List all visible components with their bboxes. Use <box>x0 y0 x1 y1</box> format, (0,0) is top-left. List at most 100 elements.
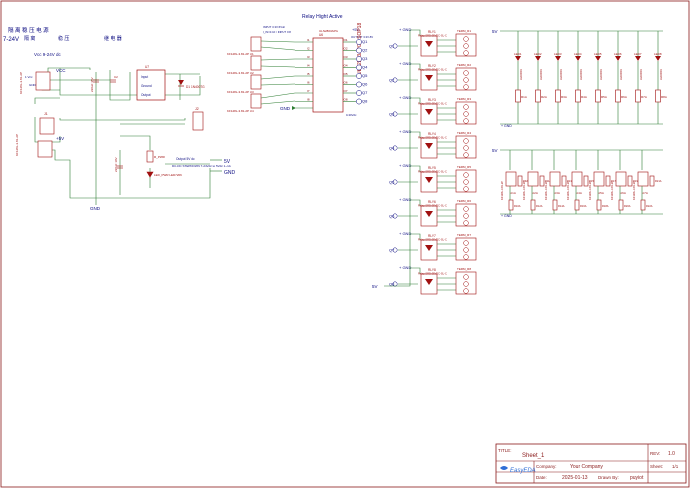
relay-gnd-label: + GND <box>399 27 411 32</box>
led-label: LED2 <box>534 52 542 56</box>
relay-coil-symbol <box>425 75 433 81</box>
driver-in-note: INPUT 3.3V-5Vdc <box>263 25 286 29</box>
relay-wire <box>410 233 421 240</box>
relay-coil-label: Q8 <box>389 282 395 287</box>
input-u-label: U4A <box>576 191 582 195</box>
led-label: LED3 <box>554 52 562 56</box>
terminal-screw <box>463 213 469 219</box>
driver-connector-label: KF128L-3.81-2P U2 <box>227 71 254 75</box>
led-symbol <box>635 56 641 61</box>
input-u-label: U3A <box>554 191 560 195</box>
input-r1-label: R9A <box>523 179 528 183</box>
plus5-label: +5V <box>56 136 64 141</box>
input-r1-label: R15A <box>589 179 596 183</box>
led-symbol <box>555 56 561 61</box>
driver-port-label: Q6 <box>362 82 368 87</box>
input-resistor <box>552 199 558 211</box>
cap1-label: 220uF 35V <box>90 77 94 92</box>
input-connector-label: KF128L-3.81-2P <box>522 181 526 200</box>
relay-coil-port <box>392 43 398 49</box>
relay-coil-label: Q5 <box>389 180 395 185</box>
input-resistor <box>517 175 523 187</box>
relay-gnd-label: + GND <box>399 129 411 134</box>
driver-connector <box>250 55 262 71</box>
relay-terminal <box>455 271 477 295</box>
relay-coil-symbol <box>425 279 433 285</box>
input-r1-label: R11A <box>545 179 552 183</box>
driver-vcc: +5V <box>352 27 360 32</box>
input-resistor <box>574 199 580 211</box>
header-input-range: 7-24V <box>3 37 19 43</box>
driver-port-label: Q1 <box>362 39 368 44</box>
relay-term-label: TERM_R3 <box>457 97 471 101</box>
terminal-screw <box>463 281 469 287</box>
tb-sheet-value: 1/1 <box>672 464 679 469</box>
relay-coil-label: Q3 <box>389 112 395 117</box>
out-5v-label: 5V <box>224 159 231 165</box>
driver-connector-label: KF128L-3.81-2P U3 <box>227 90 254 94</box>
relay-term-label: TERM_R7 <box>457 233 471 237</box>
input-connector <box>615 171 627 187</box>
driver-connector-wire <box>260 100 296 105</box>
terminal-screw <box>463 118 469 124</box>
header: 隔 离 稳 压 电 源 7-24V 隔 离 稳 压 继 电 器 Vcc 9-24… <box>3 26 122 57</box>
tb-date-label: Date: <box>536 475 547 480</box>
input-connector <box>549 171 561 187</box>
input-r1-label: R19A <box>633 179 640 183</box>
relay-name: RLY5 <box>428 166 436 170</box>
terminal-screw <box>463 84 469 90</box>
terminal-screw <box>463 247 469 253</box>
relay-coil-port <box>392 179 398 185</box>
tb-drawn-label: Drawn By: <box>598 475 619 480</box>
led-label: LED5 <box>594 52 602 56</box>
relay-coil-label: Q7 <box>389 248 395 253</box>
driver-pin-in: I4 <box>307 64 310 68</box>
header-col-b: 稳 压 <box>58 35 69 42</box>
input-connector-label: KF128L-3.81-2P <box>544 181 548 200</box>
terminal-screw <box>463 240 469 246</box>
tb-company-label: Company: <box>536 464 557 469</box>
tb-sheet-label: Sheet: <box>650 464 663 469</box>
led-label: LED1 <box>514 52 522 56</box>
driver-pin-in: I1 <box>307 38 310 42</box>
input-resistor <box>649 175 655 187</box>
relay-wire <box>410 165 421 172</box>
terminal-screw <box>463 288 469 294</box>
tb-rev-value: 1.0 <box>668 451 675 457</box>
terminal-screw <box>463 186 469 192</box>
input-u-label: U2A <box>532 191 538 195</box>
terminal-screw <box>463 36 469 42</box>
relay-coil-symbol <box>425 245 433 251</box>
relay-coil-label: Q1 <box>389 44 395 49</box>
driver-pin-in: I7 <box>307 89 310 93</box>
relay-gnd-label: + GND <box>399 61 411 66</box>
cap3-label: 220uF 10V <box>114 157 118 172</box>
vin-label: Vcc 9-24V dc <box>34 52 62 57</box>
tb-title-label: TITLE: <box>498 448 512 453</box>
led-symbol <box>575 56 581 61</box>
relay-name: RLY7 <box>428 234 436 238</box>
driver-connector-label: KF128L-3.81-2P U1 <box>227 52 254 56</box>
input-r2-label: R14A <box>558 204 565 208</box>
input-u-label: U5A <box>598 191 604 195</box>
led-symbol <box>515 56 521 61</box>
relay-coil-port <box>392 111 398 117</box>
driver-port-mark <box>356 98 362 105</box>
driver-connector-wire <box>260 46 296 51</box>
jin-pin2: GND <box>29 83 37 87</box>
driver-pin-in: I5 <box>307 72 310 76</box>
driver-port-mark <box>356 90 362 96</box>
led-label: LED4 <box>574 52 582 56</box>
input-r2-label: R16A <box>580 204 587 208</box>
driver-connectors: KF128L-3.81-2P U1 KF128L-3.81-2P U2 KF128L… <box>227 36 296 113</box>
relay-part: Relay SRD-05VDC-SL-C <box>418 272 447 276</box>
input-resistor <box>561 175 567 187</box>
relay-terminal <box>455 67 477 91</box>
relay-coil-port <box>392 247 398 253</box>
driver-gnd-label: GND <box>280 106 291 111</box>
relay-coil-port <box>392 145 398 151</box>
input-r2-label: R10A <box>514 204 521 208</box>
reg-pin-ground: Ground <box>141 84 152 88</box>
